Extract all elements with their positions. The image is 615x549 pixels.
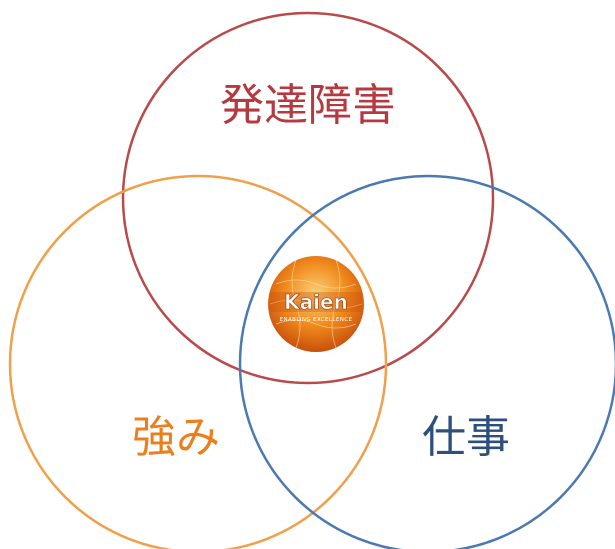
label-strengths: 強み — [132, 412, 220, 463]
logo-wordmark-band — [270, 292, 362, 312]
kaien-logo: Kaien ENABLING EXCELLENCE — [268, 256, 364, 352]
circle-strengths — [8, 174, 388, 549]
label-work: 仕事 — [422, 412, 510, 463]
logo-puzzle-pattern — [269, 259, 363, 349]
label-developmental-disorder: 発達障害 — [220, 80, 396, 131]
logo-wordmark: Kaien — [284, 290, 348, 314]
circle-developmental-disorder — [121, 11, 495, 385]
circle-work — [238, 174, 615, 549]
logo-tagline: ENABLING EXCELLENCE — [280, 317, 353, 323]
